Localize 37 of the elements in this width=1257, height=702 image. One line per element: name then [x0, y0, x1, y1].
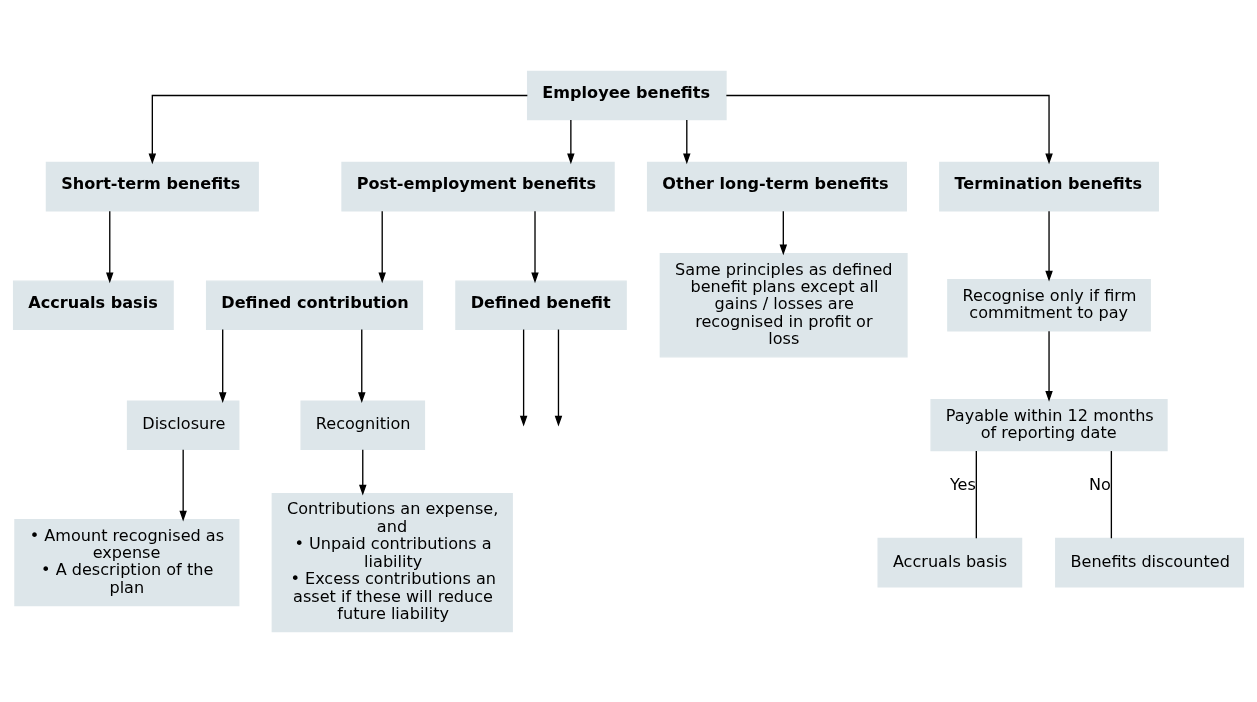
arrow — [359, 448, 367, 495]
node-box: Disclosure — [126, 399, 240, 450]
arrow — [106, 210, 114, 283]
node-box: Recognise only if firm commitment to pay — [947, 278, 1151, 331]
connector — [975, 449, 977, 539]
connector — [1110, 449, 1113, 539]
arrow — [554, 328, 563, 427]
arrow — [179, 448, 187, 521]
arrow — [519, 328, 528, 427]
arrow — [1045, 210, 1053, 281]
edge-label: Yes — [949, 474, 976, 494]
arrow — [148, 94, 529, 164]
node-box: Other long-term benefits — [646, 161, 907, 211]
node-box: Defined contribution — [205, 279, 424, 330]
arrow — [218, 328, 227, 403]
node-box: Contributions an expense, and • Unpaid contributions a liability • Excess contributions an asset if these will reduce future liability — [271, 492, 513, 632]
node-box: Benefits discounted — [1055, 537, 1245, 587]
arrow — [358, 328, 366, 403]
node-box: Employee benefits — [526, 70, 727, 120]
arrow — [779, 210, 788, 255]
node-box: Termination benefits — [939, 161, 1159, 211]
arrow — [725, 94, 1053, 164]
arrow — [567, 118, 575, 164]
node-box: Short-term benefits — [45, 161, 259, 211]
arrow — [378, 210, 386, 283]
arrow — [531, 210, 539, 283]
edge-label: No — [1089, 474, 1111, 494]
node-box: Post-employment benefits — [341, 161, 615, 211]
node-box: Defined benefit — [455, 279, 627, 330]
node-box: Payable within 12 months of reporting date — [930, 398, 1168, 451]
node-box: • Amount recognised as expense • A description of the plan — [14, 518, 240, 606]
node-box: Accruals basis — [877, 537, 1023, 587]
node-box: Accruals basis — [12, 279, 174, 330]
arrow — [1045, 330, 1053, 402]
arrow — [683, 118, 691, 164]
node-box: Same principles as defined benefit plans except all gains / losses are recognised in profit or loss — [659, 252, 908, 358]
node-box: Recognition — [300, 399, 426, 450]
